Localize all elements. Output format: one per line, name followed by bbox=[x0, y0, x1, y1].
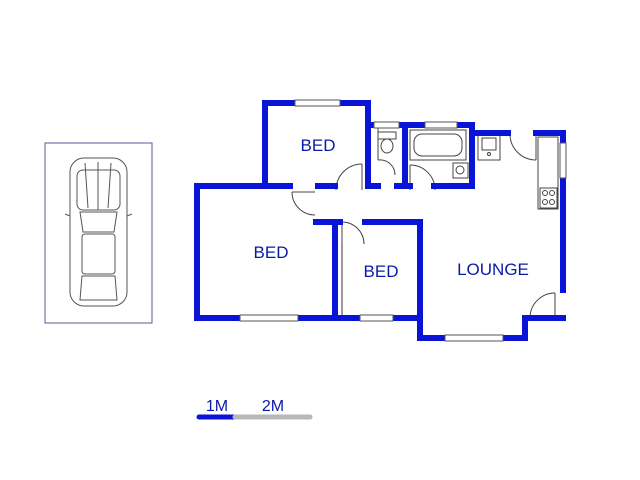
toilet-icon bbox=[377, 131, 397, 154]
stove-icon bbox=[539, 187, 558, 209]
walls bbox=[194, 100, 566, 341]
room-label-lounge: LOUNGE bbox=[457, 260, 529, 279]
scale-bar: 1M 2M bbox=[196, 398, 313, 420]
scale-label-2m: 2M bbox=[262, 398, 284, 415]
windows bbox=[239, 99, 567, 342]
room-label-bed-small: BED bbox=[364, 262, 399, 281]
scale-label-1m: 1M bbox=[206, 398, 228, 415]
counter bbox=[537, 136, 559, 210]
kitchen-sink-icon bbox=[477, 133, 501, 161]
room-label-bed-left: BED bbox=[254, 243, 289, 262]
room-label-bed-top: BED bbox=[301, 136, 336, 155]
basin-icon bbox=[452, 162, 469, 179]
parking-bay bbox=[44, 142, 153, 324]
bathtub-icon bbox=[409, 129, 467, 161]
car-icon bbox=[64, 157, 133, 307]
